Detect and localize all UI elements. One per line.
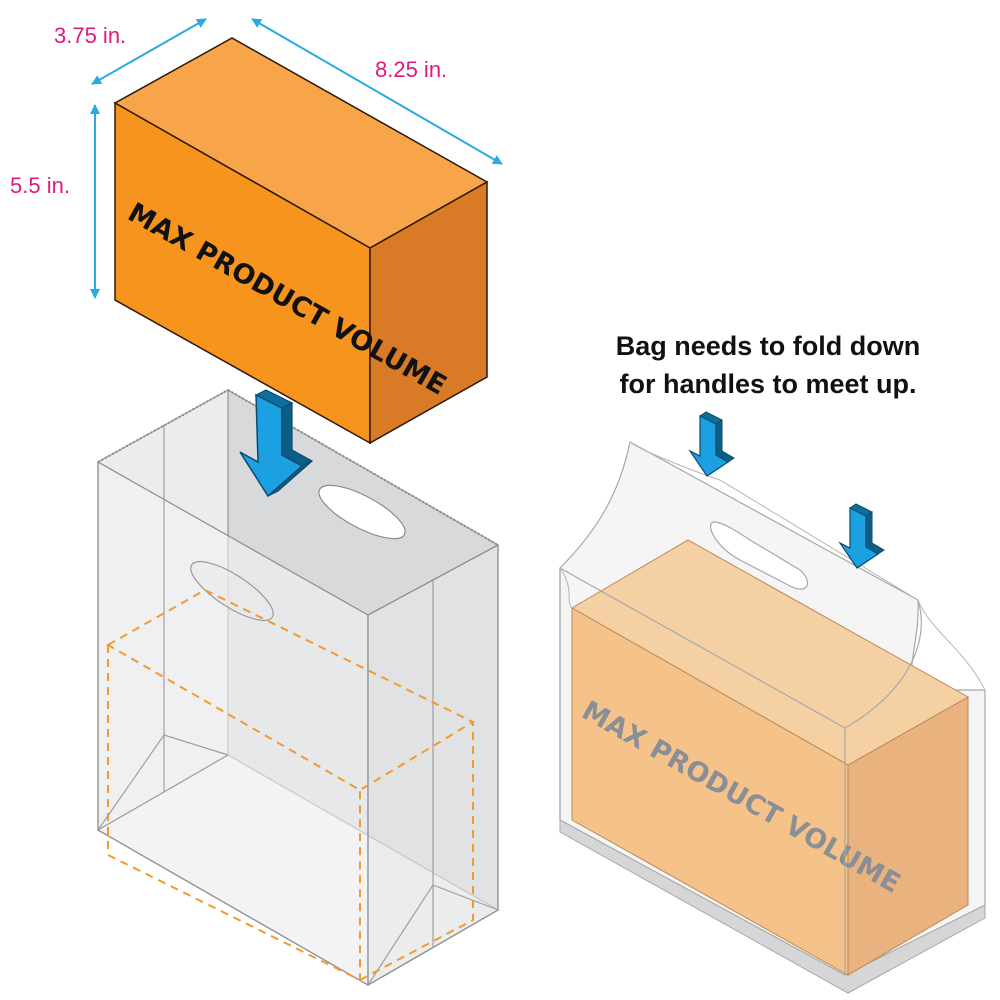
box-side [369,180,488,445]
dashed-product-volume [105,588,476,982]
dimension-arrows [90,18,503,299]
bag-handle-front [190,561,274,621]
filled-bag-right: MAX PRODUCT VOLUME [559,441,986,994]
depth-dimension-label: 3.75 in. [54,23,126,48]
note-line-1: Bag needs to fold down [616,331,921,361]
width-dimension-label: 8.25 in. [375,57,447,82]
fold-arrow-icon-2 [838,503,885,569]
fold-arrow-icon-1 [688,411,735,477]
height-dimension-label: 5.5 in. [10,173,70,198]
ghost-box-front [571,607,849,976]
bag-handle-cutout [710,521,808,590]
width-arrow [251,18,503,165]
note-line-2: for handles to meet up. [619,369,916,399]
open-bag-left [96,388,500,987]
bag-front-panel [559,567,922,975]
insert-arrow-icon [239,389,314,498]
product-box: MAX PRODUCT VOLUME [113,37,489,445]
depth-arrow [91,18,207,85]
bag-handle-back [318,484,406,540]
